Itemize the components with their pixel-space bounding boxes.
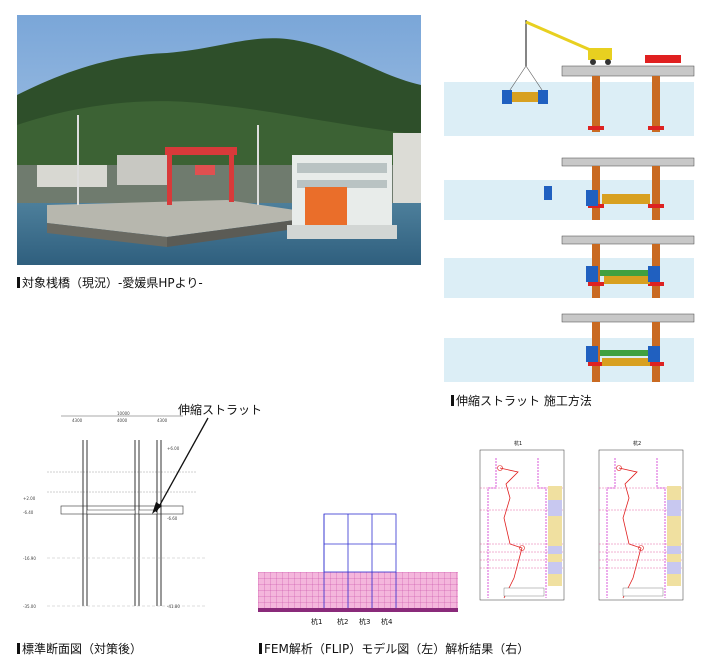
fem-model (258, 512, 458, 614)
section-dim-1: 4300 (72, 418, 83, 423)
pile-label-3: 杭3 (359, 618, 371, 626)
construction-diagram (440, 10, 702, 388)
chart-title: 杭1 (514, 441, 523, 447)
level-label: +6.00 (167, 446, 180, 451)
level-label: -6.60 (167, 516, 178, 521)
result-chart-1: 杭1 (466, 440, 576, 616)
pile-label-2: 杭2 (337, 618, 349, 626)
callout-arrow (152, 417, 209, 514)
level-label: -16.90 (23, 556, 36, 561)
pile-label-4: 杭4 (381, 618, 393, 626)
level-label: +2.00 (23, 496, 36, 501)
photo-caption: 対象桟橋（現況）-愛媛県HPより- (17, 274, 203, 291)
construction-caption: 伸縮ストラット 施工方法 (451, 392, 592, 409)
result-chart-2: 杭2 (585, 440, 695, 616)
fem-caption: FEM解析（FLIP）モデル図（左）解析結果（右） (259, 640, 529, 657)
section-caption: 標準断面図（対策後） (17, 640, 142, 657)
pier-photo (17, 15, 421, 265)
strut-callout: 伸縮ストラット (178, 403, 263, 417)
chart-title: 杭2 (633, 441, 642, 447)
level-label: -6.40 (23, 510, 34, 515)
level-label: -35.00 (23, 604, 36, 609)
section-dim-2: 4000 (117, 418, 128, 423)
level-label: -41.80 (167, 604, 180, 609)
section-dim-total: 10000 (117, 411, 130, 416)
section-dim-3: 4300 (157, 418, 168, 423)
pile-label-1: 杭1 (311, 618, 323, 626)
section-drawing: 10000 4300 4000 4300 +2.00 -6.40 -16.90 … (17, 410, 247, 615)
